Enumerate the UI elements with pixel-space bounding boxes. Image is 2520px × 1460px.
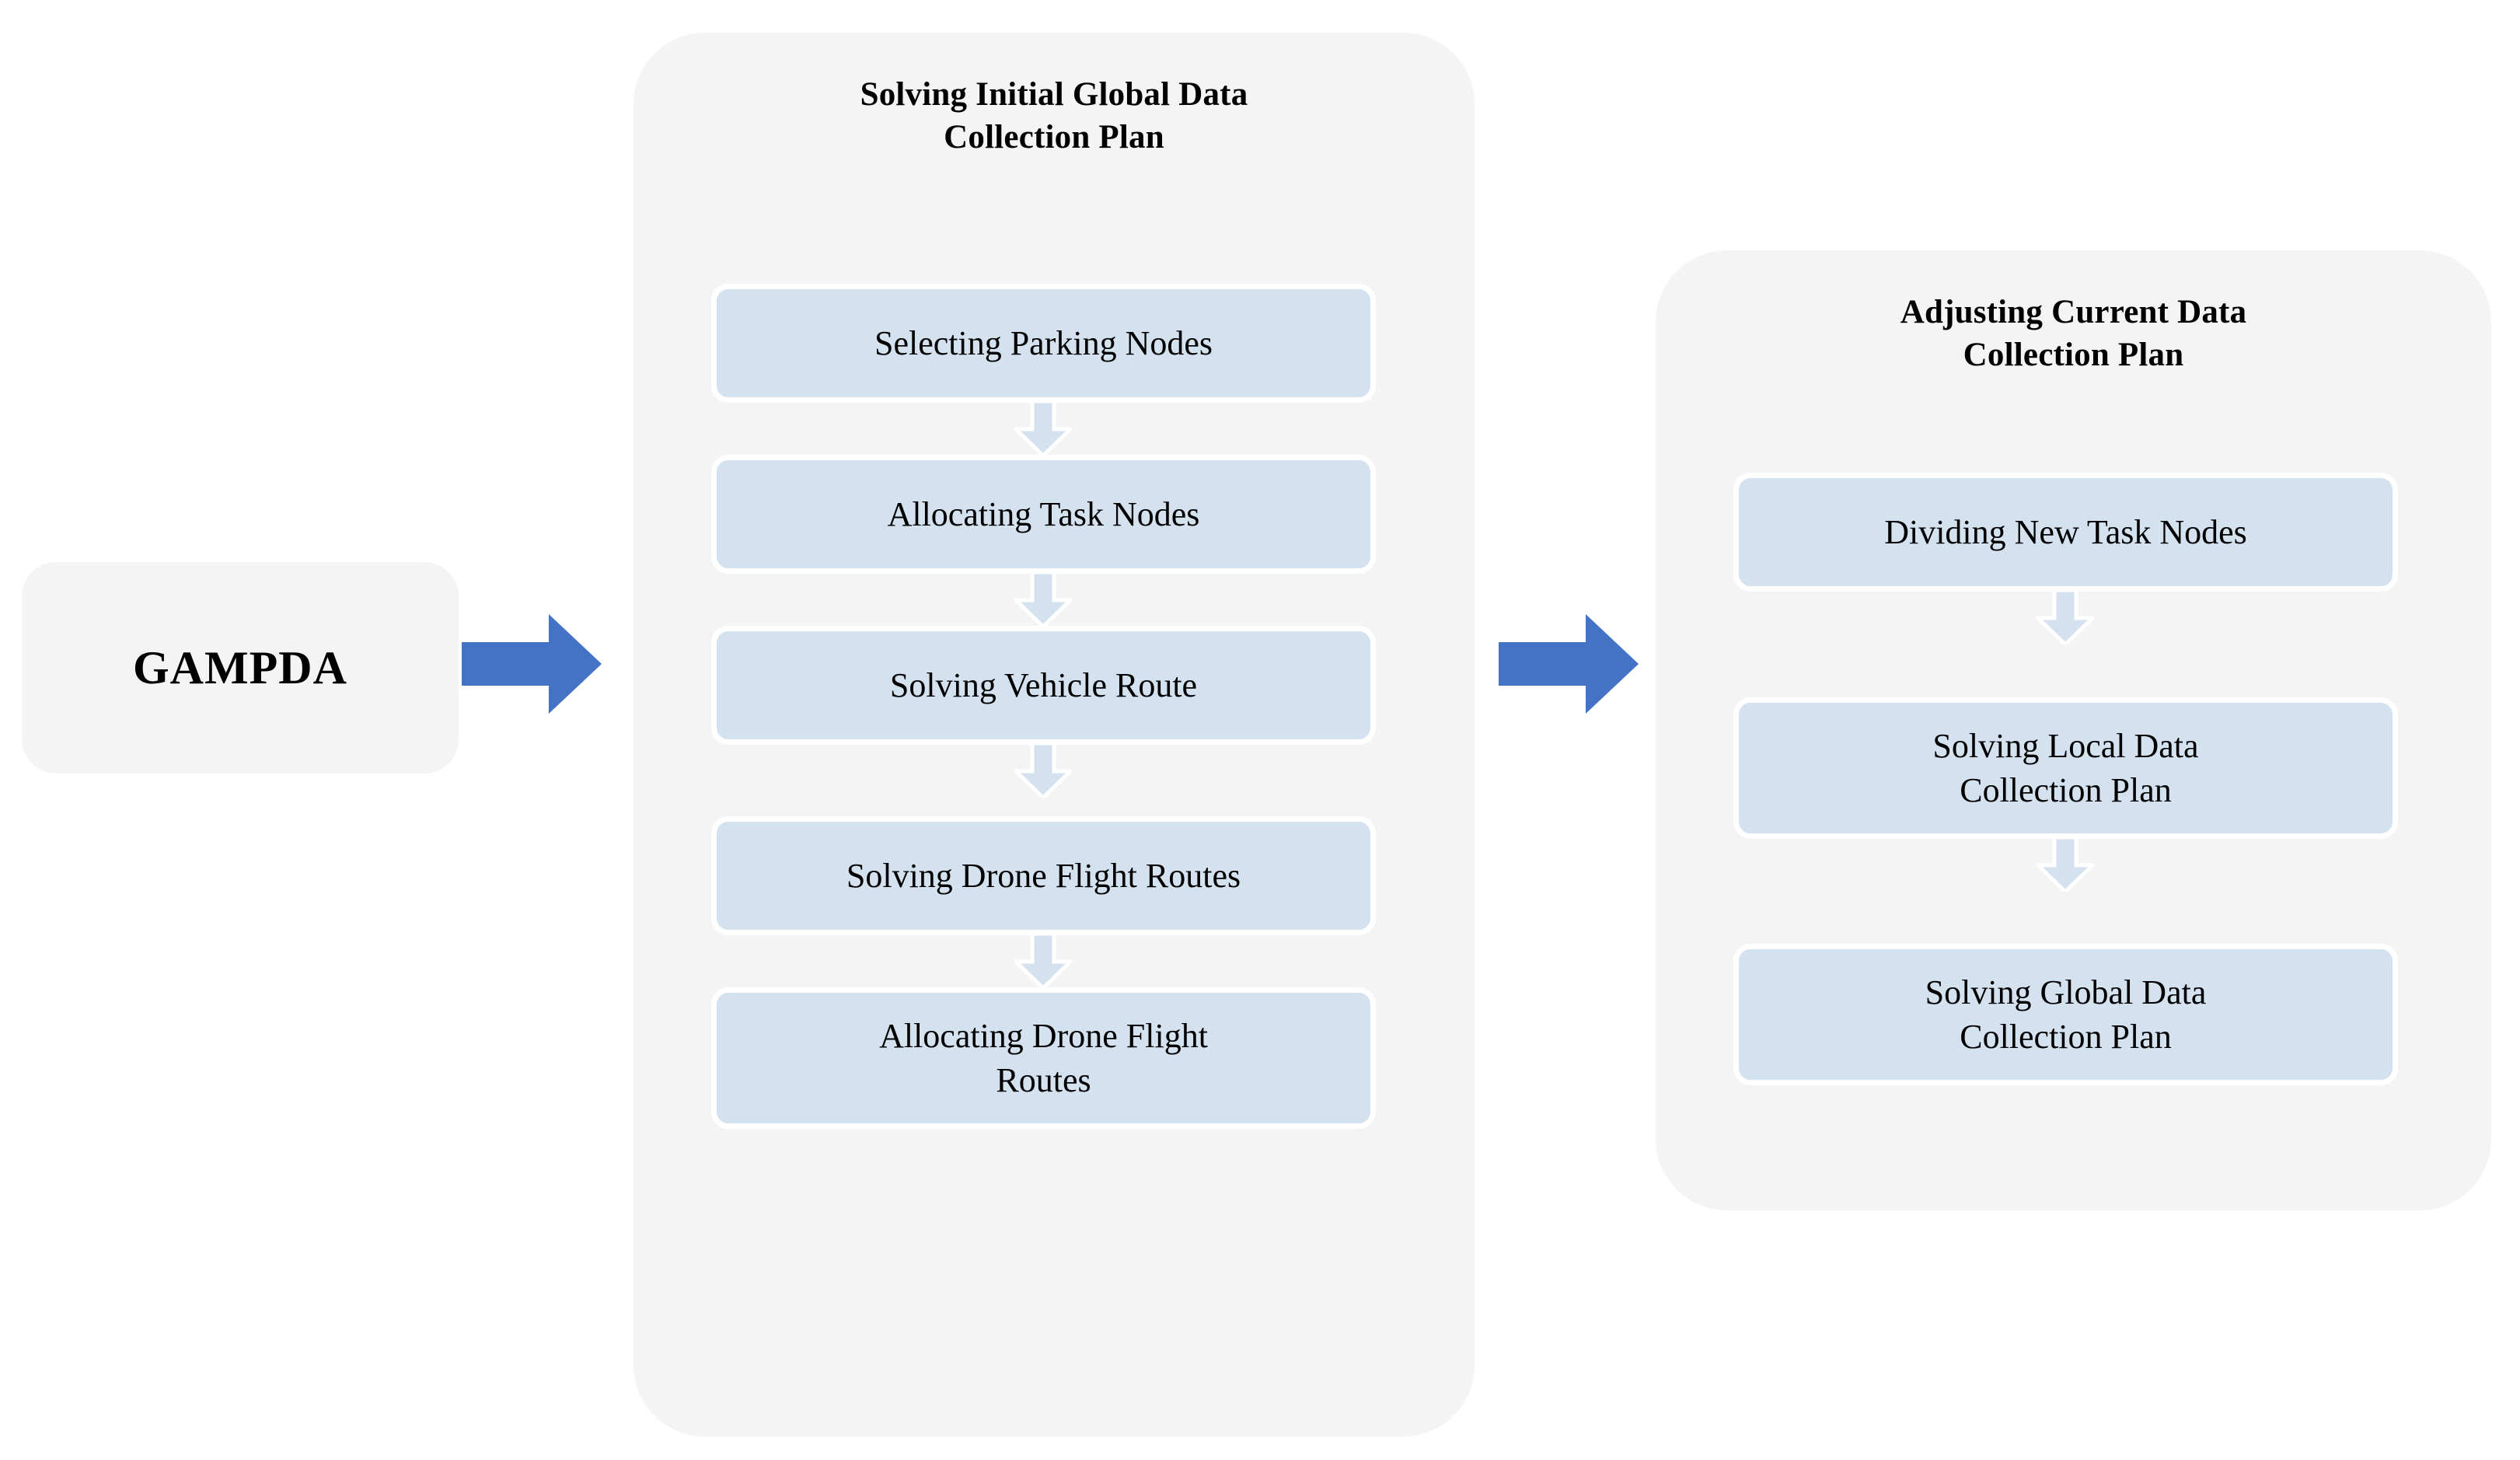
step-label: Dividing New Task Nodes	[1884, 512, 2247, 551]
connector-arrow-step4-step5-icon	[1014, 934, 1072, 988]
start-node-label: GAMPDA	[133, 641, 347, 693]
arrow-start-to-stage1-icon	[462, 614, 602, 714]
connector-arrow-step2-step3-icon	[2037, 837, 2094, 892]
step-box-solving-global-data-collection-plan[interactable]: Solving Global Data Collection Plan	[1733, 944, 2398, 1085]
step-box-selecting-parking-nodes[interactable]: Selecting Parking Nodes	[711, 284, 1376, 403]
step-box-solving-drone-flight-routes[interactable]: Solving Drone Flight Routes	[711, 816, 1376, 935]
stage-panel-initial-global-plan: Solving Initial Global Data Collection P…	[633, 33, 1475, 1437]
step-box-solving-vehicle-route[interactable]: Solving Vehicle Route	[711, 626, 1376, 745]
step-label: Solving Drone Flight Routes	[846, 856, 1241, 895]
step-box-dividing-new-task-nodes[interactable]: Dividing New Task Nodes	[1733, 473, 2398, 592]
step-box-allocating-task-nodes[interactable]: Allocating Task Nodes	[711, 455, 1376, 574]
step-box-solving-local-data-collection-plan[interactable]: Solving Local Data Collection Plan	[1733, 697, 2398, 839]
connector-arrow-step3-step4-icon	[1014, 743, 1072, 798]
step-label: Allocating Drone Flight Routes	[879, 1016, 1208, 1099]
stage-panel-adjusting-current-plan: Adjusting Current Data Collection Plan D…	[1656, 250, 2491, 1210]
step-label: Solving Vehicle Route	[889, 665, 1198, 704]
step-label: Solving Global Data Collection Plan	[1925, 973, 2207, 1056]
step-box-allocating-drone-flight-routes[interactable]: Allocating Drone Flight Routes	[711, 987, 1376, 1129]
connector-arrow-step2-step3-icon	[1014, 572, 1072, 627]
stage-2-title: Adjusting Current Data Collection Plan	[1900, 294, 2247, 374]
start-node-gampda[interactable]: GAMPDA	[22, 562, 459, 774]
connector-arrow-step1-step2-icon	[1014, 401, 1072, 456]
step-label: Allocating Task Nodes	[887, 494, 1200, 533]
step-label: Selecting Parking Nodes	[874, 323, 1213, 362]
stage-1-title: Solving Initial Global Data Collection P…	[860, 76, 1248, 156]
connector-arrow-step1-step2-icon	[2037, 590, 2094, 644]
arrow-stage1-to-stage2-icon	[1499, 614, 1639, 714]
step-label: Solving Local Data Collection Plan	[1932, 726, 2199, 809]
